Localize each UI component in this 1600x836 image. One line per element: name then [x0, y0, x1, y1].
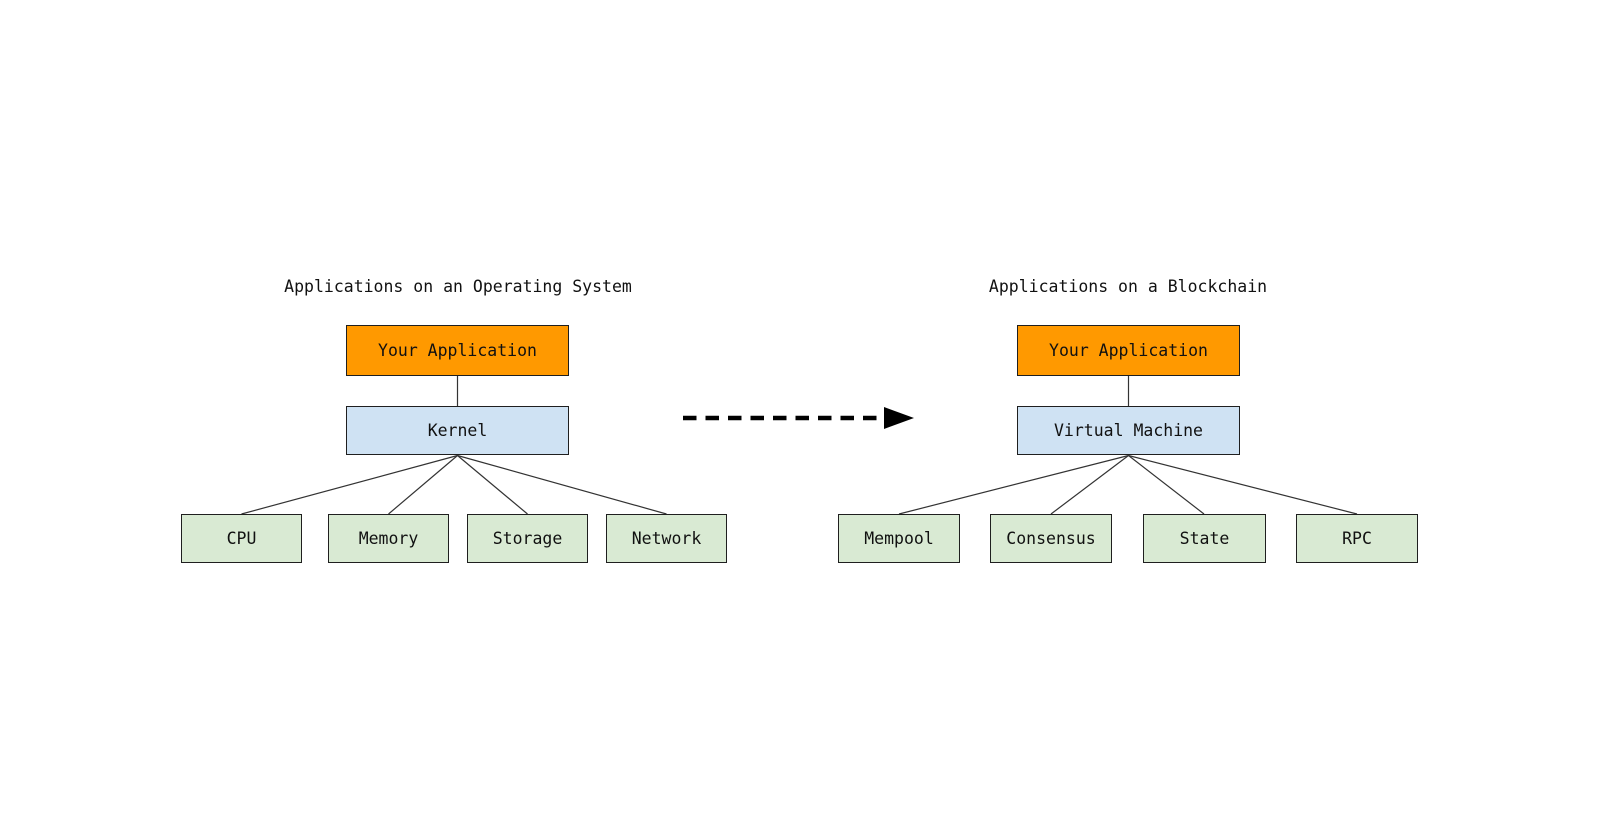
- network-box: Network: [606, 514, 727, 563]
- connector-line: [898, 454, 1129, 515]
- blockchain-your-application-box: Your Application: [1017, 325, 1240, 376]
- mempool-box: Mempool: [838, 514, 960, 563]
- memory-label: Memory: [358, 529, 419, 548]
- cpu-box: CPU: [181, 514, 302, 563]
- connector-line: [457, 455, 528, 515]
- blockchain-tree-title: Applications on a Blockchain: [988, 277, 1268, 296]
- blockchain-your-application-label: Your Application: [1049, 341, 1208, 360]
- state-label: State: [1179, 529, 1230, 548]
- virtual-machine-box: Virtual Machine: [1017, 406, 1240, 455]
- connector-line: [457, 454, 667, 515]
- connector-line: [1050, 455, 1129, 515]
- mempool-label: Mempool: [864, 529, 934, 548]
- os-your-application-box: Your Application: [346, 325, 569, 376]
- cpu-label: CPU: [226, 529, 257, 548]
- transition-arrow-icon: [683, 407, 914, 429]
- consensus-label: Consensus: [1006, 529, 1096, 548]
- memory-box: Memory: [328, 514, 449, 563]
- storage-label: Storage: [492, 529, 563, 548]
- connector-line: [241, 454, 458, 515]
- storage-box: Storage: [467, 514, 588, 563]
- state-box: State: [1143, 514, 1266, 563]
- connector-line: [1128, 455, 1205, 515]
- kernel-box: Kernel: [346, 406, 569, 455]
- virtual-machine-label: Virtual Machine: [1053, 421, 1203, 440]
- network-label: Network: [631, 529, 702, 548]
- os-your-application-label: Your Application: [378, 341, 537, 360]
- rpc-box: RPC: [1296, 514, 1418, 563]
- rpc-label: RPC: [1342, 529, 1372, 548]
- os-tree-title: Applications on an Operating System: [284, 277, 632, 296]
- connector-line: [1128, 454, 1358, 515]
- consensus-box: Consensus: [990, 514, 1112, 563]
- connector-line: [388, 455, 458, 515]
- kernel-label: Kernel: [427, 421, 488, 440]
